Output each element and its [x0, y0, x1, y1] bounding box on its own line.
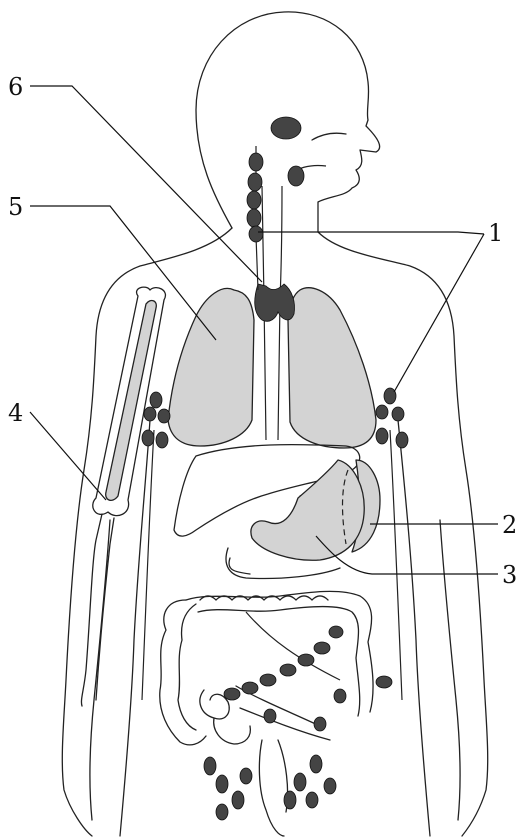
leader-6 [30, 86, 262, 282]
label-4: 4 [8, 399, 23, 427]
tonsil-node [271, 117, 301, 139]
leader-4 [30, 412, 106, 500]
label-1: 1 [488, 219, 503, 247]
leader-1a [258, 232, 484, 234]
labels: 6 5 4 1 2 3 [8, 73, 517, 589]
right-lung [288, 288, 376, 448]
label-3: 3 [502, 561, 517, 589]
leader-5 [30, 206, 216, 340]
label-5: 5 [8, 193, 23, 221]
bone-marrow [81, 287, 165, 706]
left-lung [168, 288, 254, 446]
label-2: 2 [502, 511, 517, 539]
thymus [255, 284, 295, 321]
label-6: 6 [8, 73, 23, 101]
leader-1b [394, 234, 484, 392]
stomach [251, 460, 364, 560]
